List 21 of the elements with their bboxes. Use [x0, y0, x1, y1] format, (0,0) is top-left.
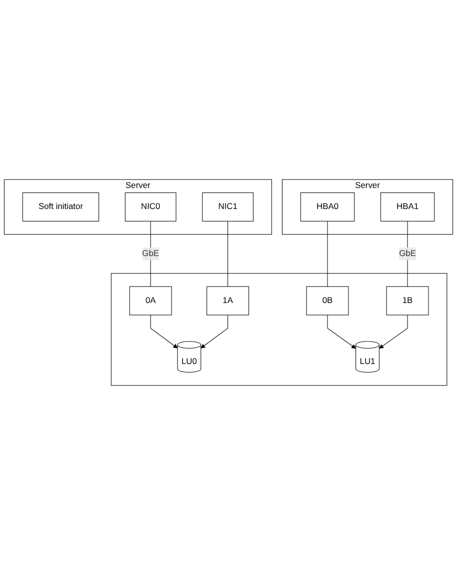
- cluster: [110, 273, 448, 386]
- connector: [407, 220, 408, 287]
- connector: [327, 220, 328, 287]
- node-box: [202, 192, 254, 222]
- edge-label: GbE: [399, 249, 416, 258]
- node-box: [380, 192, 435, 222]
- connector: [150, 220, 151, 287]
- node-box: [206, 286, 250, 316]
- arrow: [150, 314, 178, 348]
- arrow: [200, 314, 228, 348]
- arrow: [378, 314, 408, 349]
- node-box: [386, 286, 429, 316]
- node-box: [306, 286, 349, 316]
- edge-label: GbE: [142, 249, 160, 258]
- arrow: [327, 314, 356, 349]
- node-box: [300, 192, 355, 222]
- node-box: [124, 192, 176, 222]
- cluster: [282, 179, 454, 235]
- cluster: [4, 179, 272, 235]
- node-box: [22, 192, 100, 222]
- node-box: [129, 286, 172, 316]
